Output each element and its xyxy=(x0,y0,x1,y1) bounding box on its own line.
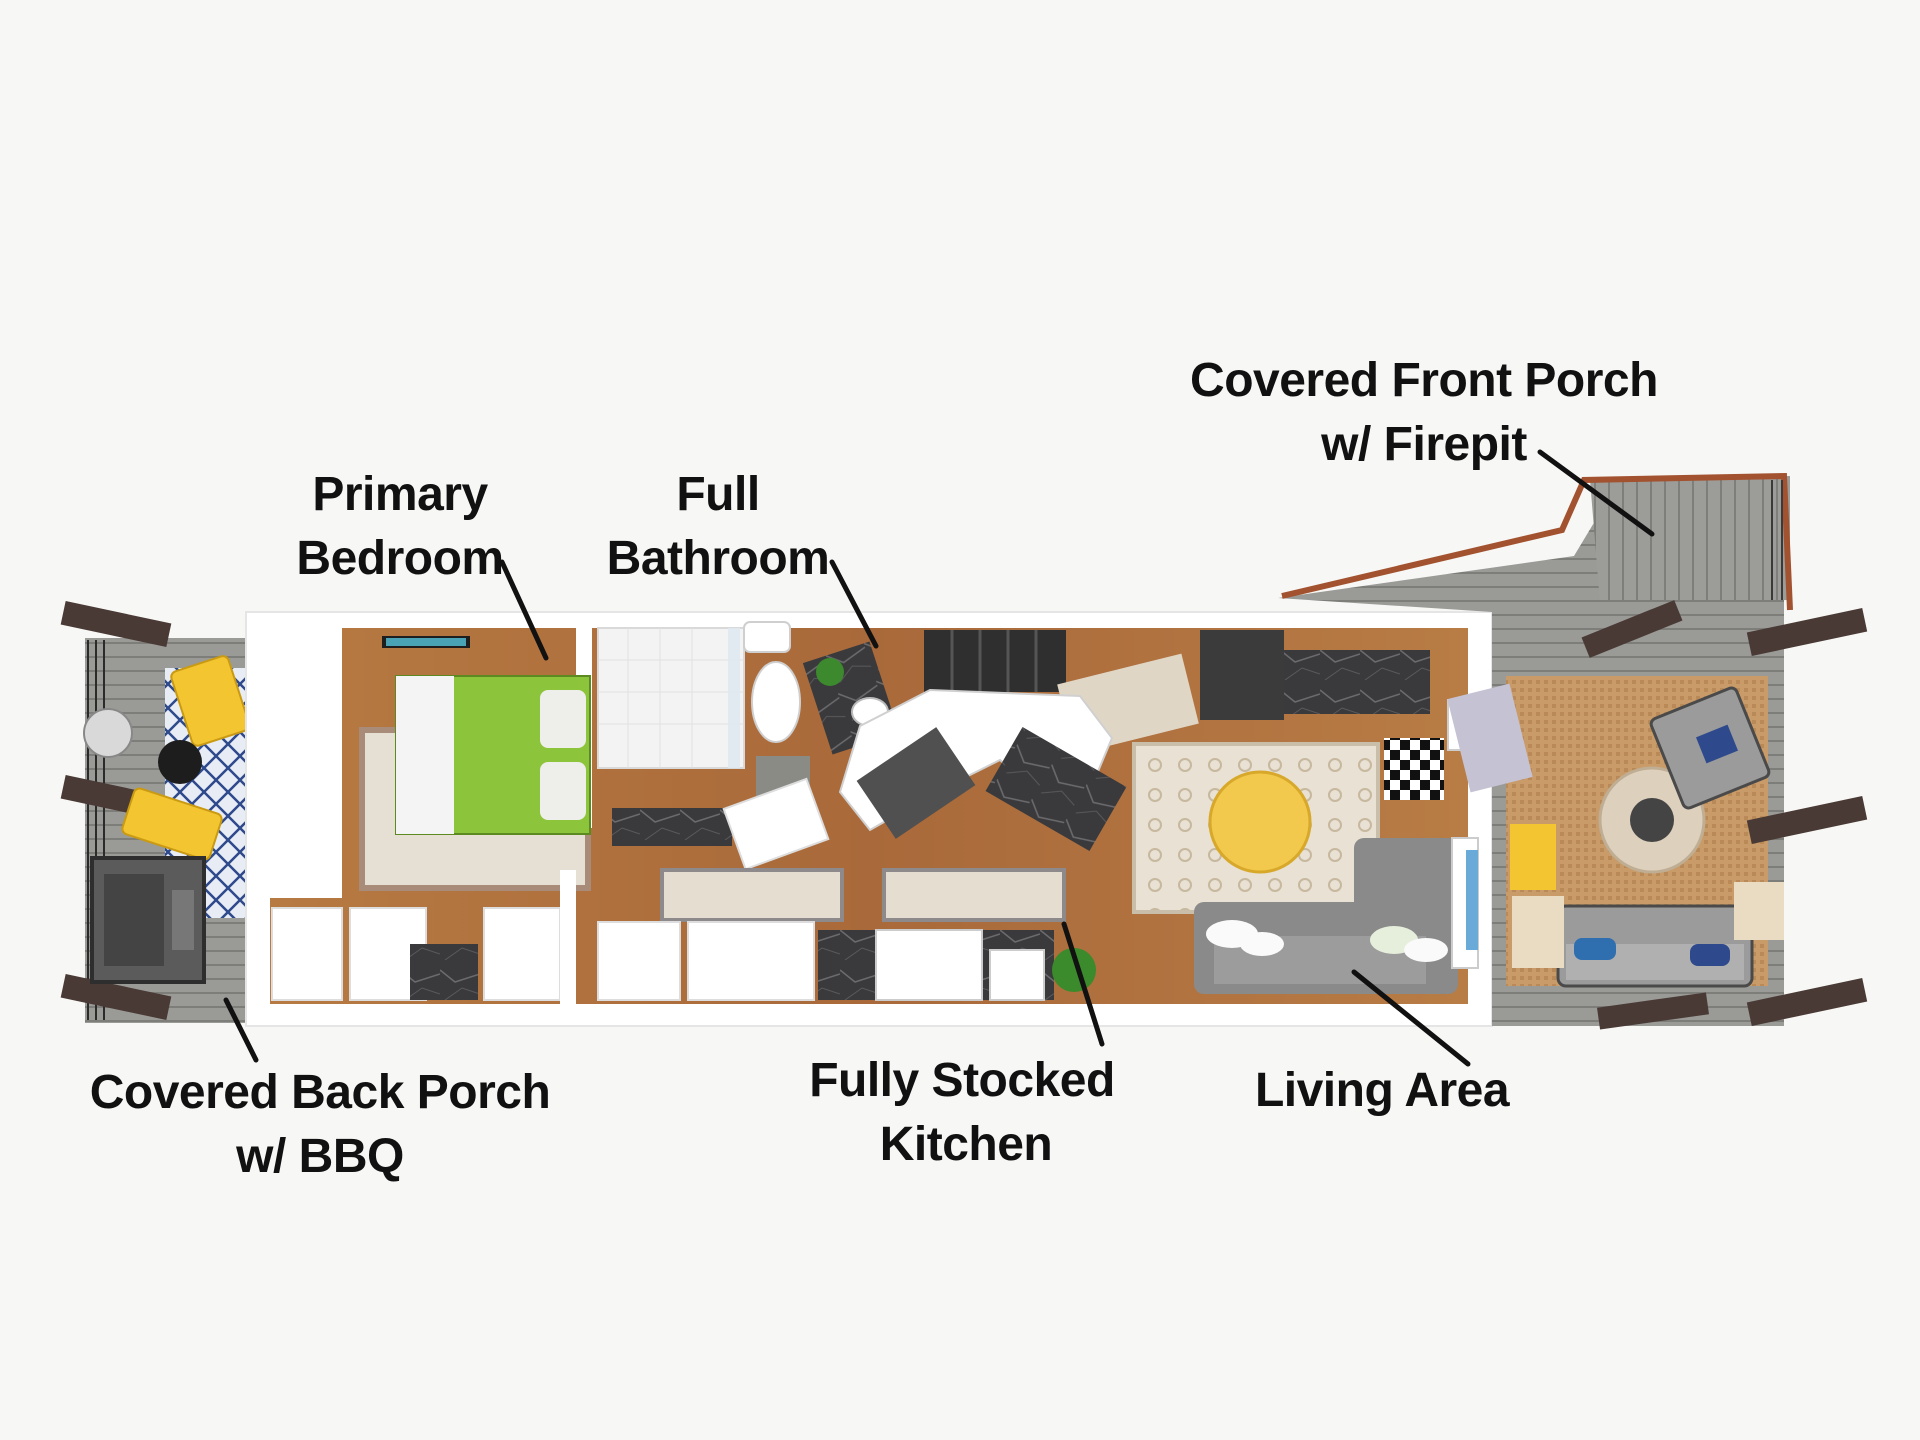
leader-lines xyxy=(223,449,1655,1067)
label-kitchen-line2: Kitchen xyxy=(880,1118,1053,1171)
leader-living xyxy=(1351,969,1471,1067)
leader-kitchen xyxy=(1061,921,1105,1047)
living-area xyxy=(1132,630,1479,994)
label-bathroom-line2: Bathroom xyxy=(607,532,830,585)
label-back-porch-line2: w/ BBQ xyxy=(235,1130,404,1183)
leader-front-porch xyxy=(1537,449,1655,537)
leader-back-porch xyxy=(223,997,259,1063)
label-kitchen-line1: Fully Stocked xyxy=(809,1054,1115,1107)
leader-bathroom xyxy=(829,559,879,649)
label-bathroom-line1: Full xyxy=(676,468,759,521)
kitchen-area xyxy=(597,630,1199,1001)
label-living: Living Area xyxy=(1255,1064,1510,1117)
label-bedroom-line2: Bedroom xyxy=(296,532,503,585)
leader-bedroom xyxy=(499,559,549,661)
label-front-porch-line2: w/ Firepit xyxy=(1320,418,1527,471)
labels: Covered Front Porch w/ Firepit Primary B… xyxy=(90,354,1659,1183)
label-front-porch-line1: Covered Front Porch xyxy=(1190,354,1658,407)
label-back-porch-line1: Covered Back Porch xyxy=(90,1066,551,1119)
bathroom-area xyxy=(597,621,900,871)
bedroom-area xyxy=(270,628,592,1004)
front-porch-area xyxy=(1278,472,1868,1030)
label-bedroom-line1: Primary xyxy=(312,468,488,521)
